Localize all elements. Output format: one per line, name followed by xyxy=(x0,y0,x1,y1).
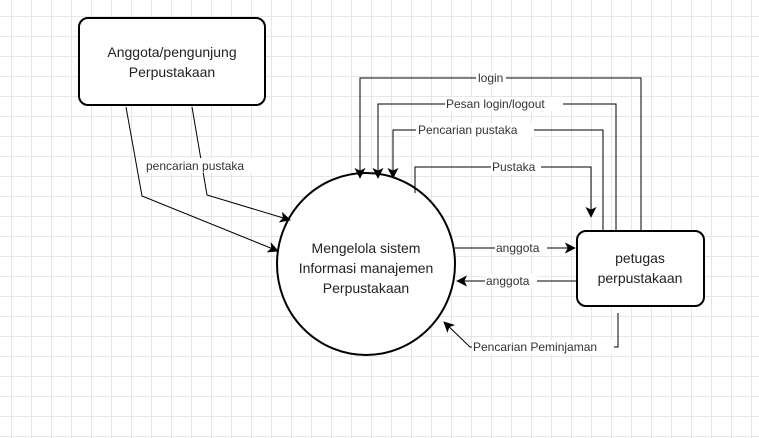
flow-peminjaman-label-bg xyxy=(472,340,614,354)
flow-anggota-in[interactable]: anggota xyxy=(456,274,577,288)
entity-member-label-2: Perpustakaan xyxy=(129,64,215,80)
flow-pustaka[interactable]: Pustaka xyxy=(414,160,597,218)
process-label-3: Perpustakaan xyxy=(323,280,409,296)
flow-anggota-out[interactable]: anggota xyxy=(455,241,576,255)
flow-pustaka-label: Pustaka xyxy=(492,160,536,174)
entity-member-box xyxy=(78,17,266,106)
flow-member-search[interactable]: pencarian pustaka xyxy=(125,106,291,253)
flow-pesan-login-logout[interactable]: Pesan login/logout xyxy=(372,97,617,231)
flow-peminjaman-label: Pencarian Peminjaman xyxy=(473,340,597,354)
entity-member[interactable]: Anggota/pengunjung Perpustakaan xyxy=(78,17,266,106)
flow-anggota-in-label-bg xyxy=(485,274,537,288)
flow-login-label: login xyxy=(478,71,503,85)
flow-member-line-right xyxy=(191,106,291,223)
flow-member-label: pencarian pustaka xyxy=(146,159,244,173)
flow-anggota-out-label: anggota xyxy=(496,241,540,255)
flow-pencarian-label: Pencarian pustaka xyxy=(418,123,518,137)
flow-anggota-in-label: anggota xyxy=(486,274,530,288)
entity-librarian-label-1: petugas xyxy=(615,250,665,266)
flow-member-label-bg xyxy=(146,158,264,173)
entity-librarian[interactable]: petugas perpustakaan xyxy=(576,230,705,307)
flow-member-line-left xyxy=(125,106,279,253)
flow-pencarian-peminjaman[interactable]: Pencarian Peminjaman xyxy=(443,313,619,354)
entity-librarian-box xyxy=(576,230,705,307)
flow-pustaka-line xyxy=(414,166,597,218)
process-label-1: Mengelola sistem xyxy=(312,240,421,256)
process-circle[interactable]: Mengelola sistem Informasi manajemen Per… xyxy=(276,172,456,356)
flow-pustaka-label-bg xyxy=(491,160,541,174)
flow-pencarian-label-bg xyxy=(416,123,534,137)
flow-login[interactable]: login xyxy=(354,71,642,231)
flow-pesan-label-bg xyxy=(445,97,563,111)
process-label-2: Informasi manajemen xyxy=(299,260,434,276)
flow-pencarian-pustaka[interactable]: Pencarian pustaka xyxy=(387,123,604,231)
flow-pesan-label: Pesan login/logout xyxy=(446,97,545,111)
flow-login-label-bg xyxy=(476,71,506,85)
flow-anggota-out-label-bg xyxy=(495,241,547,255)
entity-member-label-1: Anggota/pengunjung xyxy=(107,44,236,60)
process-circle-shape xyxy=(276,172,456,356)
entity-librarian-label-2: perpustakaan xyxy=(598,270,683,286)
